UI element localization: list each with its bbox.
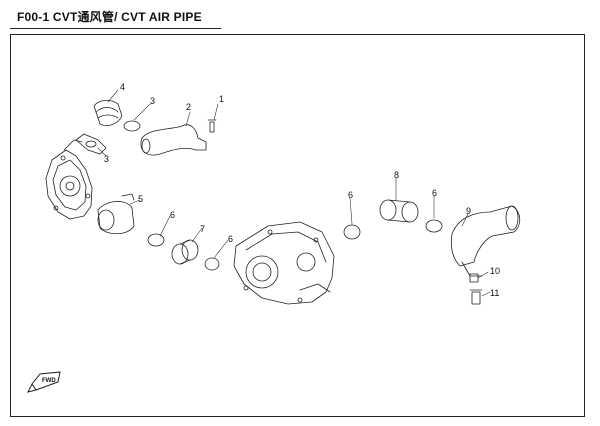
callout-labels: 1 2 3 4 3 5 6 7 6 6 8 6 9 10 11 [104,82,500,298]
clamp-ring [343,224,361,240]
cvt-housing-part [233,221,335,305]
clamp-ring [204,257,220,271]
callout-11: 11 [490,288,499,298]
cvt-cover-part [45,139,93,220]
callout-3: 3 [150,96,155,106]
callout-3: 3 [104,154,109,164]
clamp-ring [425,219,443,233]
callout-5: 5 [138,194,143,204]
callout-8: 8 [394,170,399,180]
clamp-ring [123,120,141,132]
clamp-ring [147,233,165,247]
callout-6: 6 [348,190,353,200]
forward-direction-badge: FWD [27,371,61,393]
fwd-label: FWD [42,378,56,384]
duct-part [97,193,135,235]
elbow-pipe-part [450,205,521,277]
screw-part [207,119,217,133]
callout-4: 4 [120,82,125,92]
coupler-part [379,199,419,223]
callout-1: 1 [219,94,224,104]
coupler-part [171,239,199,265]
diagram-title: F00-1 CVT通风管/ CVT AIR PIPE [17,10,202,24]
diagram-frame [10,34,585,417]
callout-7: 7 [200,224,205,234]
intake-elbow-part [93,100,123,126]
callout-6: 6 [432,188,437,198]
callout-9: 9 [466,206,471,216]
callout-6: 6 [228,234,233,244]
callout-6: 6 [170,210,175,220]
gasket-part [75,133,107,155]
screw-part [469,273,479,283]
bolt-part [469,289,483,305]
title-underline [10,28,221,29]
intake-hose-part [140,124,207,156]
callout-2: 2 [186,102,191,112]
callout-10: 10 [490,266,500,276]
